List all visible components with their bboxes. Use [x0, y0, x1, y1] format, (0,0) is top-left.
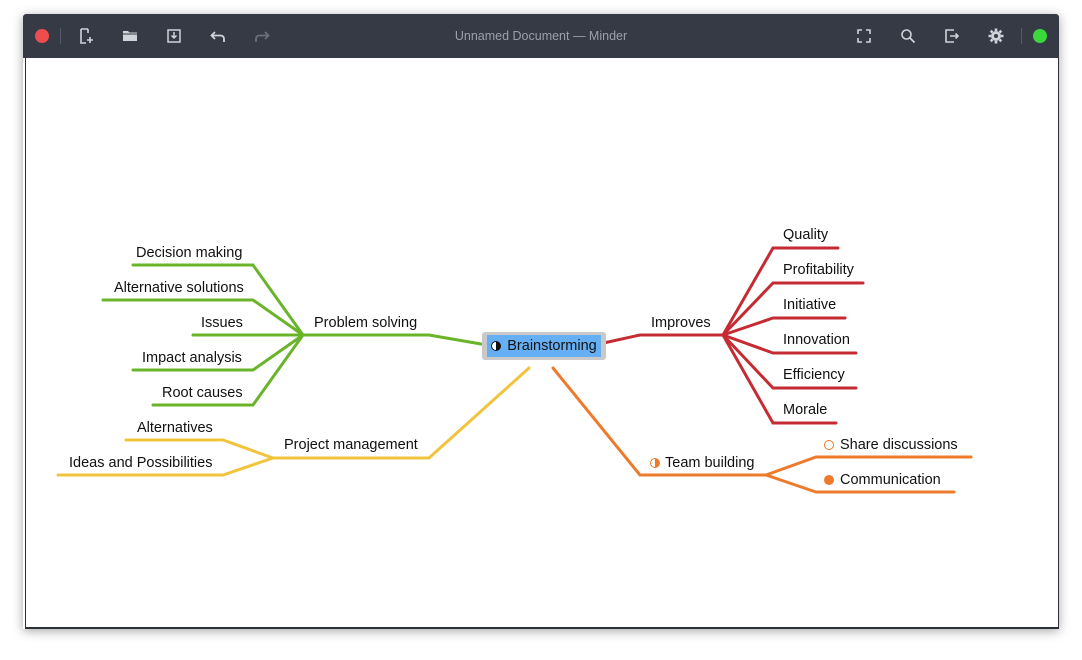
export-button[interactable] — [940, 24, 964, 48]
separator — [1021, 28, 1022, 44]
titlebar: Unnamed Document — Minder — [23, 14, 1059, 58]
link-efficiency — [721, 333, 858, 390]
link-alternatives — [124, 438, 275, 460]
node-quality[interactable]: Quality — [783, 227, 829, 243]
root-node[interactable]: Brainstorming — [482, 332, 606, 360]
link-share-discussions — [764, 455, 973, 477]
link-morale — [721, 333, 838, 425]
half-moon-icon — [491, 341, 502, 351]
link-root-causes — [151, 333, 305, 407]
empty-circle-icon — [824, 440, 834, 450]
link-impact-analysis — [131, 333, 305, 372]
node-problem-solving[interactable]: Problem solving — [314, 315, 418, 331]
new-document-icon — [80, 28, 93, 44]
redo-button[interactable] — [250, 24, 274, 48]
node-communication[interactable]: Communication — [824, 471, 941, 489]
gear-icon — [988, 28, 1004, 44]
node-team-building[interactable]: Team building — [650, 454, 754, 472]
filled-circle-icon — [824, 475, 834, 485]
link-communication — [764, 473, 956, 494]
node-morale[interactable]: Morale — [783, 402, 828, 418]
node-alternatives[interactable]: Alternatives — [137, 420, 213, 436]
link-quality — [721, 246, 840, 337]
node-improves[interactable]: Improves — [651, 315, 711, 331]
node-ideas-and-possibilities[interactable]: Ideas and Possibilities — [69, 455, 213, 471]
link-alternative-solutions — [101, 298, 305, 337]
fullscreen-icon — [857, 29, 871, 43]
node-team-building-label: Team building — [665, 455, 755, 471]
undo-icon — [210, 31, 225, 42]
save-icon — [167, 29, 181, 43]
node-initiative[interactable]: Initiative — [783, 297, 837, 313]
new-document-button[interactable] — [74, 24, 98, 48]
save-button[interactable] — [162, 24, 186, 48]
node-innovation[interactable]: Innovation — [783, 332, 850, 348]
node-root-causes[interactable]: Root causes — [162, 385, 243, 401]
branch-team-building — [551, 366, 973, 494]
node-decision-making[interactable]: Decision making — [136, 245, 243, 261]
link-root-team-building — [551, 366, 768, 477]
node-share-discussions-label: Share discussions — [840, 437, 958, 453]
node-issues[interactable]: Issues — [201, 315, 243, 331]
link-root-project-management — [271, 366, 531, 460]
node-project-management[interactable]: Project management — [284, 437, 418, 453]
redo-icon — [255, 31, 270, 42]
open-folder-icon — [123, 31, 137, 41]
link-innovation — [721, 333, 858, 355]
undo-button[interactable] — [206, 24, 230, 48]
root-node-label: Brainstorming — [507, 338, 597, 354]
export-icon — [945, 29, 960, 43]
fullscreen-button[interactable] — [852, 24, 876, 48]
link-profitability — [721, 281, 865, 337]
mindmap-connections — [56, 246, 973, 494]
settings-button[interactable] — [984, 24, 1008, 48]
node-alternative-solutions[interactable]: Alternative solutions — [114, 280, 244, 296]
node-impact-analysis[interactable]: Impact analysis — [142, 350, 242, 366]
app-window: Unnamed Document — Minder — [23, 14, 1059, 629]
link-root-improves — [597, 333, 725, 346]
link-decision-making — [131, 263, 305, 337]
branch-problem-solving — [101, 263, 483, 407]
search-icon — [901, 29, 916, 44]
branch-improves — [597, 246, 865, 425]
separator — [60, 28, 61, 44]
status-indicator — [1033, 29, 1047, 43]
search-button[interactable] — [896, 24, 920, 48]
close-button[interactable] — [35, 29, 49, 43]
node-efficiency[interactable]: Efficiency — [783, 367, 845, 383]
link-ideas-and-possibilities — [56, 456, 275, 477]
link-root-problem-solving — [301, 333, 483, 346]
branch-project-management — [56, 366, 531, 477]
node-communication-label: Communication — [840, 472, 941, 488]
node-profitability[interactable]: Profitability — [783, 262, 854, 278]
link-initiative — [721, 316, 847, 337]
open-button[interactable] — [118, 24, 142, 48]
half-circle-icon — [650, 458, 660, 468]
root-node-label-box: Brainstorming — [487, 335, 601, 357]
mindmap-canvas[interactable]: Brainstorming Problem solving Decision m… — [25, 58, 1059, 629]
node-share-discussions[interactable]: Share discussions — [824, 436, 958, 454]
